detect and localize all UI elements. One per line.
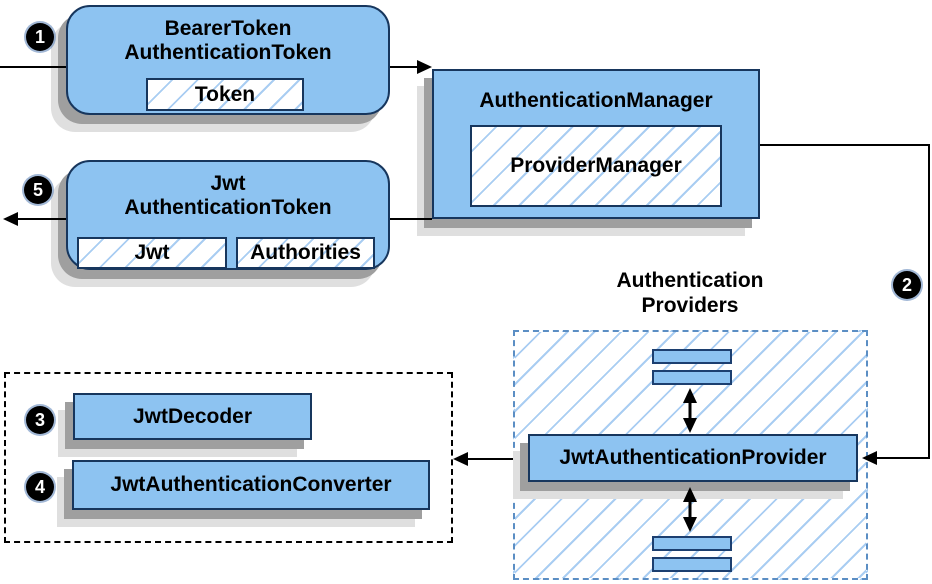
- provider-placeholder-rect-top-1: [652, 349, 732, 364]
- provider-placeholder-rect-bottom-2: [652, 557, 732, 572]
- provider-placeholder-rect-bottom-1: [652, 536, 732, 551]
- step-badge-4: 4: [26, 473, 54, 501]
- authentication-providers-label-line2: Providers: [641, 294, 739, 317]
- step-badge-5: 5: [24, 176, 52, 204]
- provider-manager-field: ProviderManager: [470, 125, 722, 207]
- step-badge-3-number: 3: [34, 409, 45, 430]
- bearer-token-title-line2: AuthenticationToken: [124, 41, 332, 64]
- authorities-field-label: Authorities: [250, 241, 361, 264]
- authentication-manager-title: AuthenticationManager: [434, 71, 758, 113]
- bearer-token-title-line1: BearerToken: [164, 17, 292, 40]
- jwt-components-group-box: [4, 372, 453, 543]
- provider-placeholder-rect-top-2: [652, 370, 732, 385]
- bearer-token-node-title: BearerToken AuthenticationToken: [68, 7, 388, 65]
- jwt-field-label: Jwt: [134, 241, 170, 264]
- step-badge-2-number: 2: [901, 274, 912, 295]
- authentication-providers-label-line1: Authentication: [616, 269, 764, 292]
- provider-manager-field-label: ProviderManager: [510, 154, 682, 177]
- flow3-arrowhead-left: [453, 452, 468, 466]
- jwt-decoder-title: JwtDecoder: [132, 404, 253, 428]
- jwt-authentication-provider-title: JwtAuthenticationProvider: [559, 446, 827, 469]
- jwt-decoder-node: JwtDecoder: [73, 393, 312, 440]
- authentication-manager-title-text: AuthenticationManager: [479, 89, 713, 112]
- step-badge-1: 1: [26, 23, 54, 51]
- jwt-authentication-token-node: Jwt AuthenticationToken Jwt Authorities: [66, 160, 390, 270]
- step-badge-3: 3: [26, 406, 54, 434]
- jwt-field: Jwt: [77, 237, 227, 269]
- jwt-token-title-line2: AuthenticationToken: [124, 196, 332, 219]
- flow1-arrowhead-right: [417, 60, 432, 74]
- authentication-manager-node: AuthenticationManager ProviderManager: [432, 69, 760, 219]
- jwt-token-node-title: Jwt AuthenticationToken: [68, 162, 388, 220]
- flow5-arrowhead-left: [3, 212, 18, 226]
- step-badge-1-number: 1: [34, 26, 45, 47]
- jwt-authentication-converter-title: JwtAuthenticationConverter: [110, 473, 392, 496]
- token-field: Token: [146, 78, 304, 111]
- jwt-authentication-provider-node: JwtAuthenticationProvider: [528, 434, 858, 482]
- jwt-authentication-converter-node: JwtAuthenticationConverter: [72, 460, 430, 510]
- step-badge-4-number: 4: [34, 476, 45, 497]
- bearer-token-authentication-token-node: BearerToken AuthenticationToken Token: [66, 5, 390, 115]
- step-badge-5-number: 5: [32, 179, 43, 200]
- jwt-token-title-line1: Jwt: [210, 172, 246, 195]
- token-field-label: Token: [194, 82, 256, 106]
- authentication-providers-label: Authentication Providers: [540, 268, 840, 318]
- step-badge-2: 2: [893, 271, 921, 299]
- authorities-field: Authorities: [236, 237, 375, 269]
